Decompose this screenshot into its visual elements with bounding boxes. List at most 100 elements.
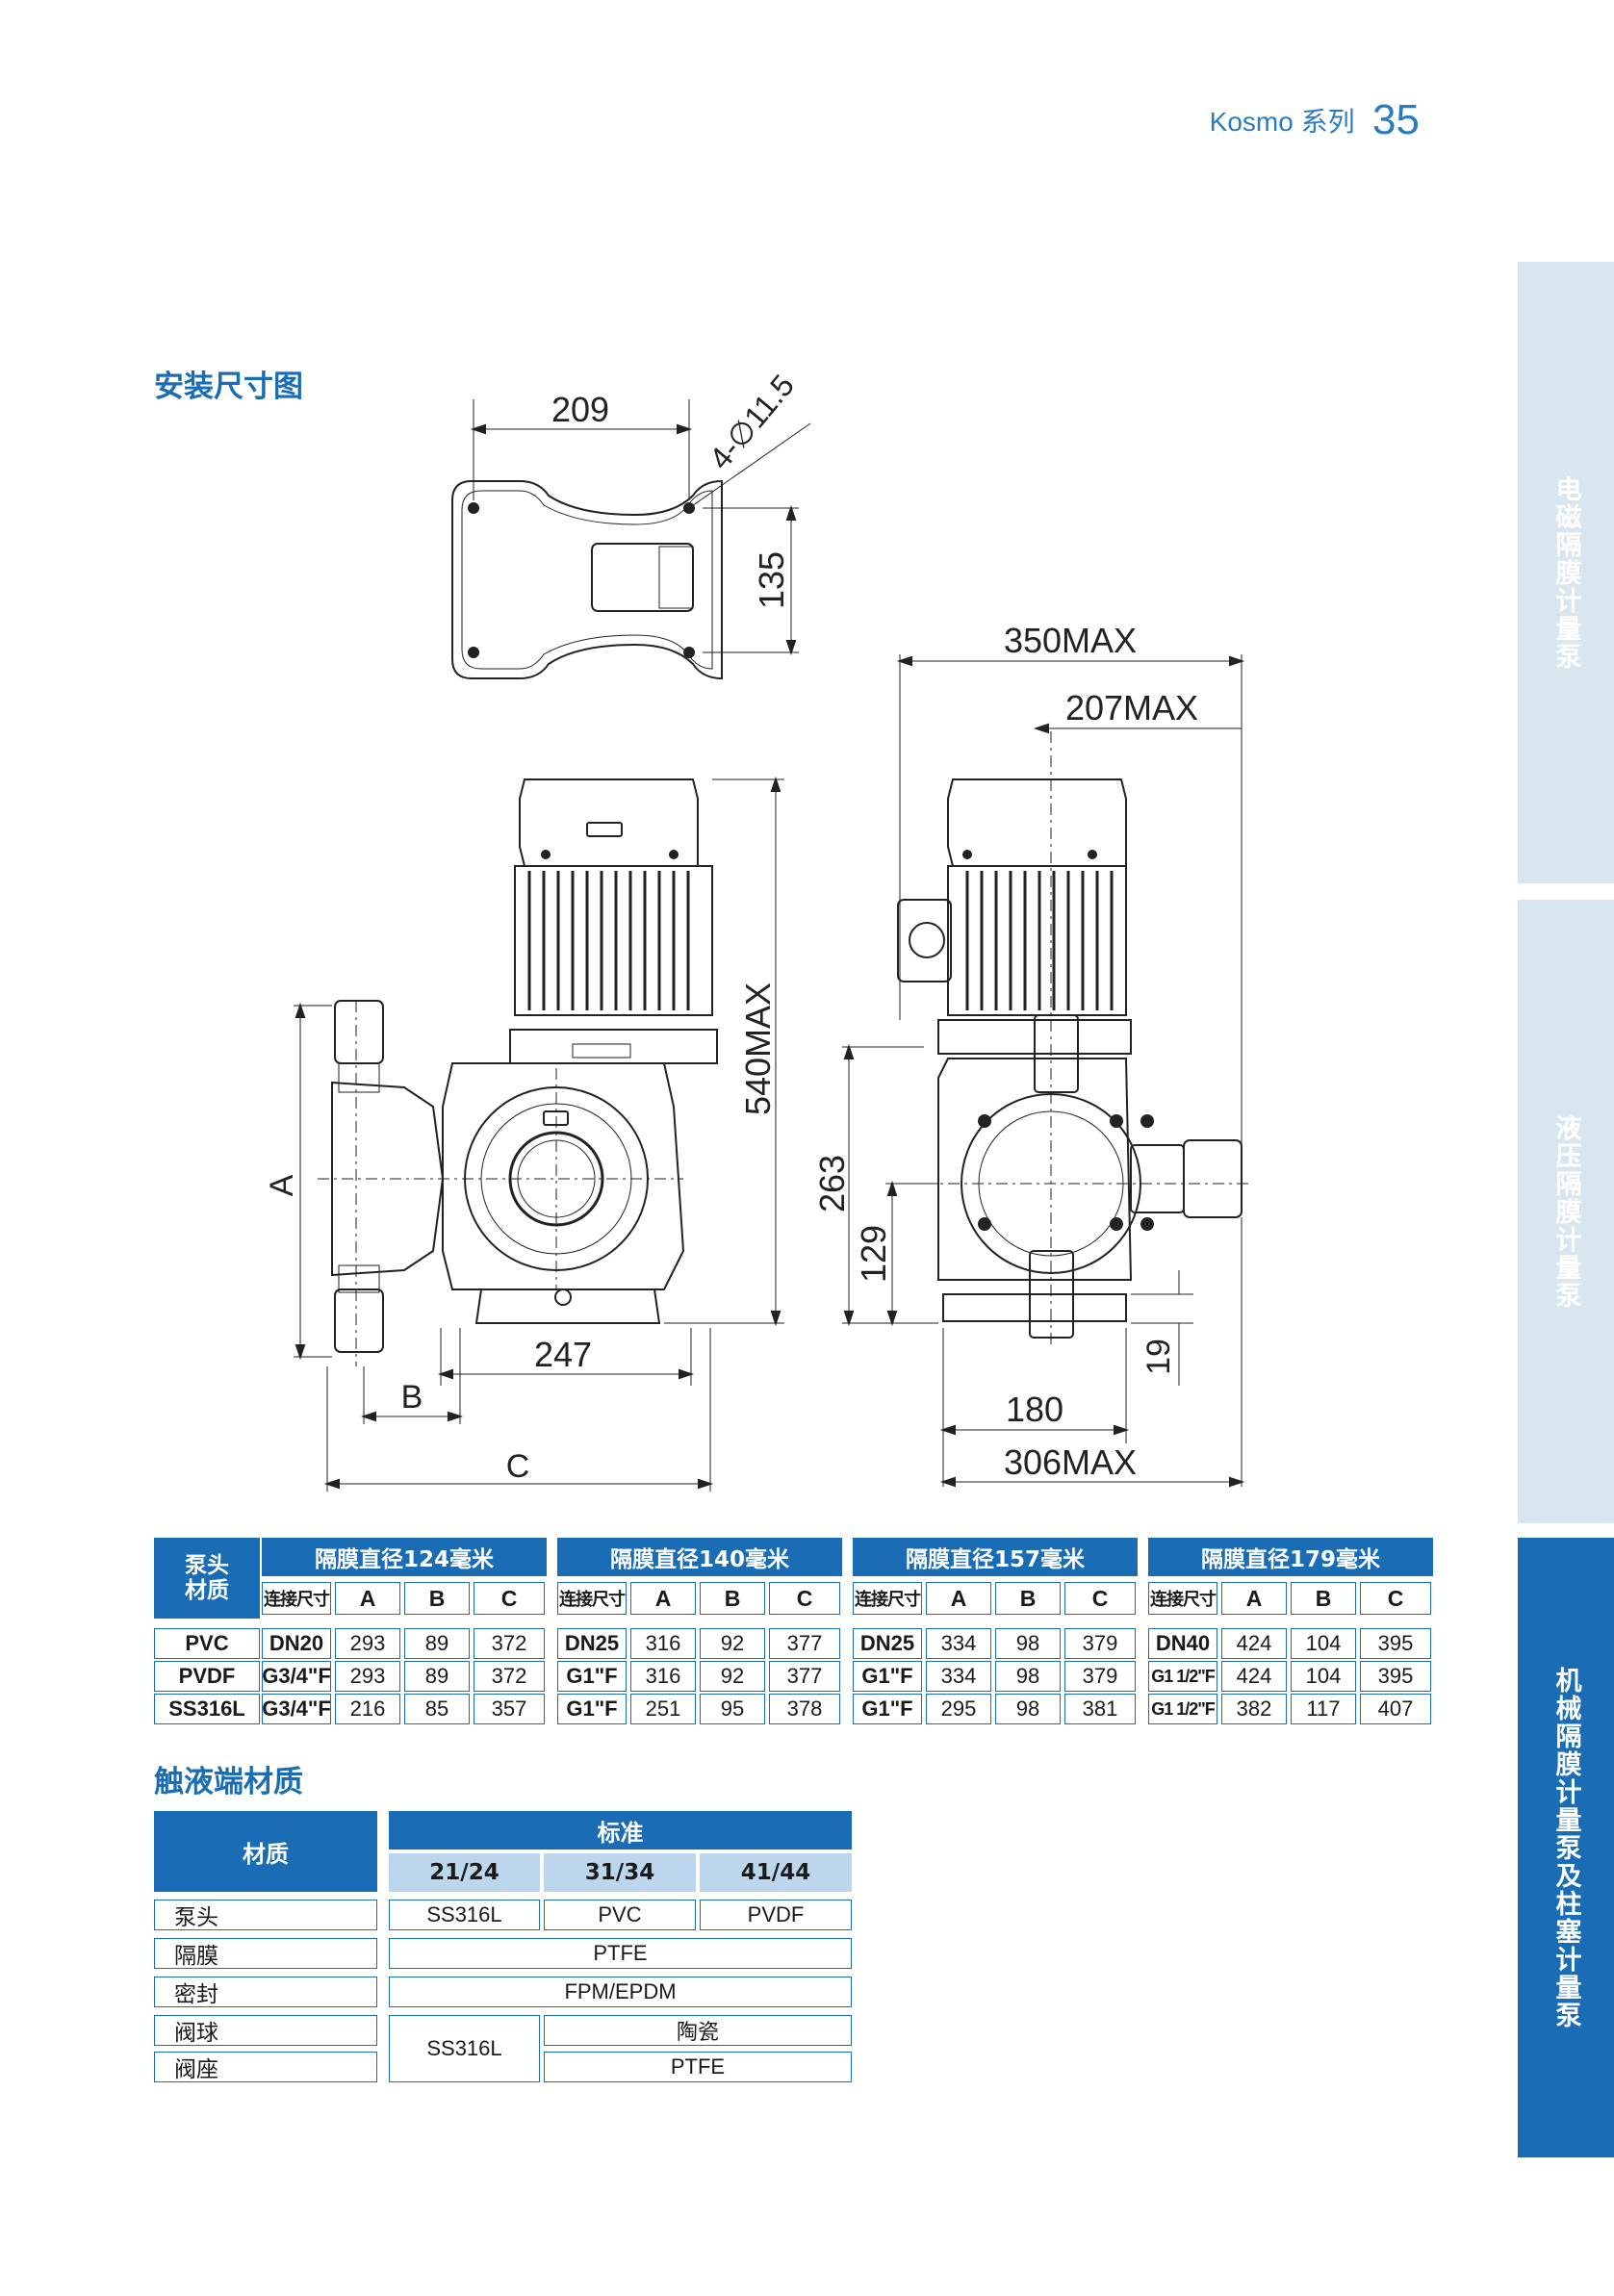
- column-header: 连接尺寸: [557, 1582, 627, 1615]
- corner-header: 泵头 材质: [154, 1538, 260, 1619]
- table-cell: DN25: [853, 1628, 922, 1659]
- column-header: 连接尺寸: [1148, 1582, 1217, 1615]
- row-label: 阀座: [154, 2052, 377, 2082]
- table-cell: 378: [769, 1694, 840, 1724]
- sub-header: 31/34: [544, 1853, 696, 1892]
- group-title: 隔膜直径179毫米: [1148, 1538, 1433, 1576]
- cell: PVC: [544, 1900, 696, 1930]
- side-view: [842, 654, 1251, 1488]
- row-material-label: PVDF: [154, 1661, 260, 1692]
- series-name: Kosmo 系列: [1209, 107, 1355, 137]
- side-tab-hydraulic[interactable]: 液压隔膜计量泵: [1518, 900, 1614, 1523]
- table-cell: 117: [1291, 1694, 1356, 1724]
- table-cell: 251: [630, 1694, 696, 1724]
- table-cell: G1"F: [853, 1694, 922, 1724]
- table-cell: 104: [1291, 1628, 1356, 1659]
- column-header: C: [474, 1582, 545, 1615]
- table-cell: G1"F: [853, 1661, 922, 1692]
- dim-A: A: [264, 1174, 300, 1196]
- dim-hole: 4-∅11.5: [703, 368, 801, 475]
- cell: PVDF: [700, 1900, 852, 1930]
- table-cell: 372: [474, 1661, 545, 1692]
- table-cell: 334: [926, 1661, 991, 1692]
- cell: 陶瓷: [544, 2015, 852, 2046]
- table-cell: 395: [1360, 1661, 1431, 1692]
- corner-header-text: 泵头 材质: [185, 1553, 229, 1603]
- table-cell: 92: [700, 1628, 765, 1659]
- table-cell: 357: [474, 1694, 545, 1724]
- cell: SS316L: [389, 2015, 540, 2082]
- cell: FPM/EPDM: [389, 1977, 852, 2007]
- column-header: A: [1221, 1582, 1287, 1615]
- table-cell: 92: [700, 1661, 765, 1692]
- dim-129: 129: [854, 1225, 893, 1283]
- table-cell: 98: [995, 1661, 1061, 1692]
- section-title-install: 安装尺寸图: [154, 370, 303, 404]
- table-cell: 424: [1221, 1661, 1287, 1692]
- table-cell: 95: [700, 1694, 765, 1724]
- table-cell: G3/4"F: [262, 1694, 331, 1724]
- column-header: A: [630, 1582, 696, 1615]
- column-header: B: [995, 1582, 1061, 1615]
- top-view: [451, 399, 811, 680]
- table-cell: 377: [769, 1661, 840, 1692]
- row-label: 阀球: [154, 2015, 377, 2046]
- table-cell: 395: [1360, 1628, 1431, 1659]
- row-label: 泵头: [154, 1900, 377, 1930]
- dim-180: 180: [1006, 1390, 1063, 1429]
- material-header: 材质: [154, 1811, 377, 1892]
- table-cell: 379: [1064, 1661, 1136, 1692]
- table-cell: 407: [1360, 1694, 1431, 1724]
- column-header: 连接尺寸: [262, 1582, 331, 1615]
- table-cell: 98: [995, 1694, 1061, 1724]
- column-header: C: [1360, 1582, 1431, 1615]
- sub-header: 21/24: [389, 1853, 540, 1892]
- row-material-label: PVC: [154, 1628, 260, 1659]
- dim-350: 350MAX: [1004, 621, 1137, 660]
- dim-306: 306MAX: [1004, 1442, 1137, 1482]
- dim-19: 19: [1140, 1339, 1177, 1375]
- table-cell: 98: [995, 1628, 1061, 1659]
- side-tab-label: 电磁隔膜计量泵: [1550, 474, 1581, 671]
- cell: PTFE: [389, 1938, 852, 1969]
- dim-209: 209: [551, 390, 609, 429]
- table-cell: 372: [474, 1628, 545, 1659]
- column-header: 连接尺寸: [853, 1582, 922, 1615]
- group-title: 隔膜直径157毫米: [853, 1538, 1138, 1576]
- page-number: 35: [1372, 96, 1420, 143]
- side-tab-electromagnetic[interactable]: 电磁隔膜计量泵: [1518, 262, 1614, 883]
- row-material-label: SS316L: [154, 1694, 260, 1724]
- column-header: C: [1064, 1582, 1136, 1615]
- table-cell: G1"F: [557, 1694, 627, 1724]
- table-cell: G3/4"F: [262, 1661, 331, 1692]
- material-table: 材质 标准 21/24 31/34 41/44 泵头 SS316L PVC PV…: [154, 1811, 852, 2082]
- column-header: B: [1291, 1582, 1356, 1615]
- table-cell: 89: [404, 1661, 470, 1692]
- table-cell: 316: [630, 1661, 696, 1692]
- table-cell: G1"F: [557, 1661, 627, 1692]
- page-header: Kosmo 系列 35: [1210, 96, 1420, 144]
- cell: PTFE: [544, 2052, 852, 2082]
- table-cell: 85: [404, 1694, 470, 1724]
- section-title-material: 触液端材质: [154, 1765, 303, 1799]
- table-cell: 293: [335, 1628, 400, 1659]
- column-header: A: [335, 1582, 400, 1615]
- side-tab-mechanical[interactable]: 机械隔膜计量泵及柱塞计量泵: [1518, 1538, 1614, 2157]
- dim-247: 247: [534, 1335, 592, 1374]
- group-title: 隔膜直径140毫米: [557, 1538, 842, 1576]
- table-cell: 424: [1221, 1628, 1287, 1659]
- table-cell: 89: [404, 1628, 470, 1659]
- table-cell: 377: [769, 1628, 840, 1659]
- dim-540: 540MAX: [738, 982, 778, 1115]
- dim-207: 207MAX: [1065, 688, 1198, 727]
- cell: SS316L: [389, 1900, 540, 1930]
- column-header: C: [769, 1582, 840, 1615]
- column-header: A: [926, 1582, 991, 1615]
- sub-header: 41/44: [700, 1853, 852, 1892]
- side-tab-label: 液压隔膜计量泵: [1550, 1113, 1581, 1310]
- dim-C: C: [506, 1448, 530, 1485]
- table-cell: DN25: [557, 1628, 627, 1659]
- table-cell: 104: [1291, 1661, 1356, 1692]
- dim-B: B: [401, 1379, 423, 1416]
